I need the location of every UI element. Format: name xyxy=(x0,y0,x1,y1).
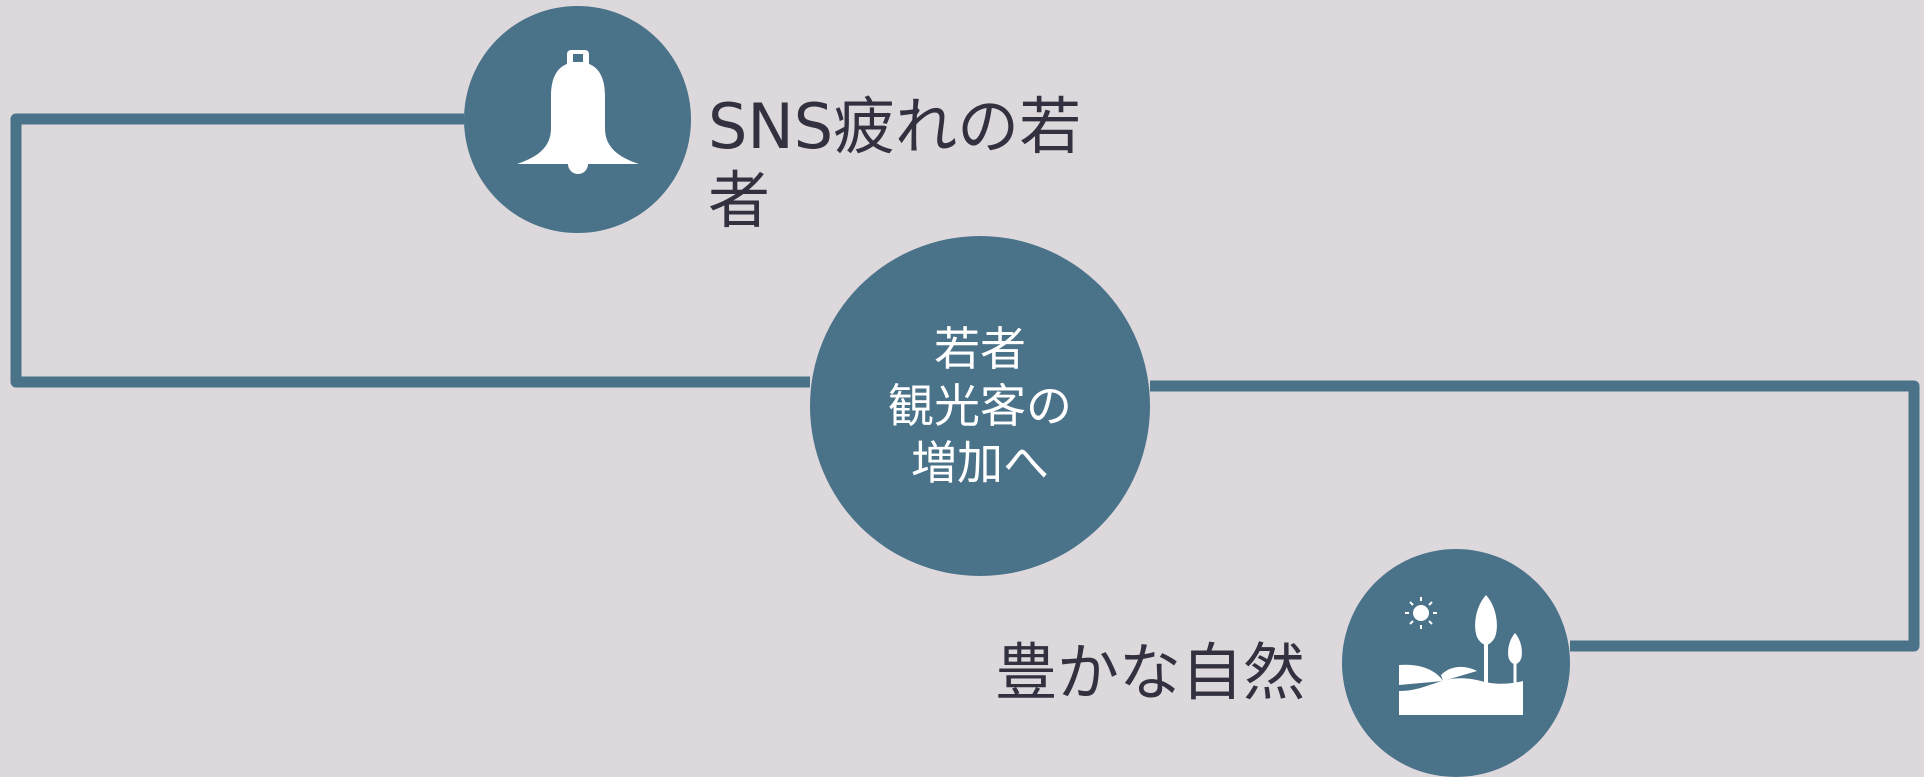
node-center-circle: 若者 観光客の 増加へ xyxy=(810,236,1150,576)
bell-icon xyxy=(516,49,639,174)
label-sns-fatigue: SNS疲れの若者 xyxy=(708,90,1082,237)
center-line-3: 増加へ xyxy=(911,435,1049,490)
center-line-2: 観光客の xyxy=(888,378,1072,433)
label-rich-nature: 豊かな自然 xyxy=(995,636,1306,709)
node-top-circle xyxy=(464,6,691,233)
node-bottom-circle xyxy=(1342,549,1570,777)
center-line-1: 若者 xyxy=(934,321,1026,376)
center-goal-text: 若者 観光客の 増加へ xyxy=(888,321,1072,492)
nature-landscape-icon xyxy=(1399,595,1523,715)
